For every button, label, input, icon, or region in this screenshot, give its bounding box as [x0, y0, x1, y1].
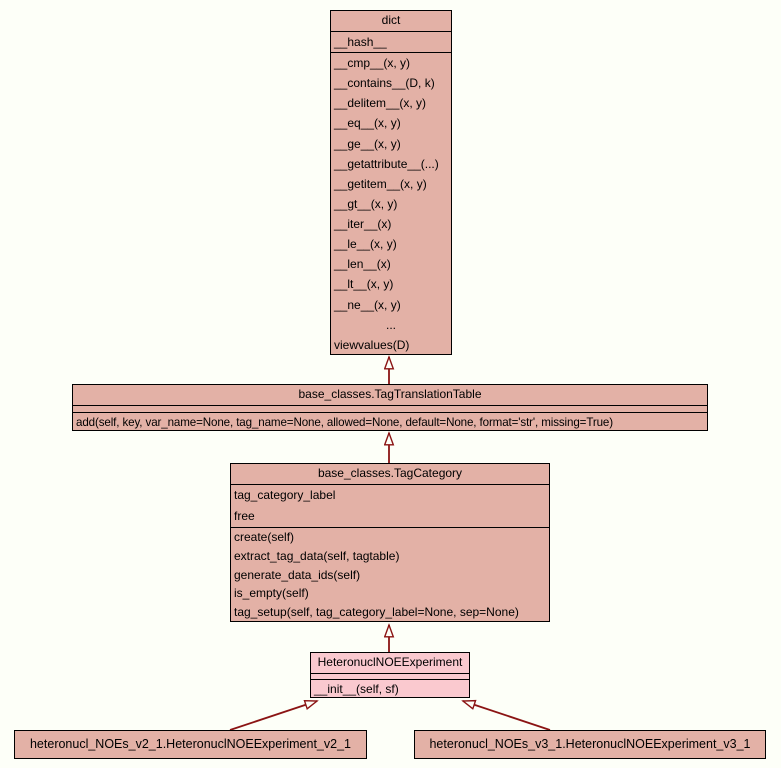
- method-row: __len__(x): [334, 257, 391, 272]
- method-row: __cmp__(x, y): [334, 56, 411, 70]
- method-list-tagcategory: create(self) extract_tag_data(self, tagt…: [231, 528, 549, 622]
- attribute-row: free: [234, 509, 255, 523]
- class-box-heteronuclnoeexperiment: HeteronuclNOEExperiment __init__(self, s…: [310, 652, 470, 698]
- method-row: __delitem__(x, y): [334, 96, 427, 111]
- method-row: add(self, key, var_name=None, tag_name=N…: [76, 416, 613, 429]
- method-row: __le__(x, y): [334, 237, 397, 252]
- method-row: __lt__(x, y): [334, 277, 394, 292]
- class-box-heteronuclnoeexperiment-v3-1: heteronucl_NOEs_v3_1.HeteronuclNOEExperi…: [414, 730, 766, 759]
- class-box-tagcategory: base_classes.TagCategory tag_category_la…: [230, 463, 550, 622]
- class-box-dict: dict __hash__ __cmp__(x, y) __contains__…: [330, 10, 452, 355]
- method-row: __getitem__(x, y): [334, 176, 427, 191]
- method-list-heteronuclnoeexperiment: __init__(self, sf): [311, 680, 469, 699]
- attribute-list-tagcategory: tag_category_label free: [231, 485, 549, 528]
- method-row: __init__(self, sf): [314, 682, 399, 696]
- method-row: __gt__(x, y): [334, 196, 398, 211]
- class-title-heteronuclnoeexperiment-v3-1: heteronucl_NOEs_v3_1.HeteronuclNOEExperi…: [429, 737, 751, 751]
- class-title-dict: dict: [331, 11, 451, 32]
- method-list-tagtranslationtable: add(self, key, var_name=None, tag_name=N…: [73, 413, 707, 432]
- method-row: __eq__(x, y): [334, 116, 401, 131]
- method-row: __ne__(x, y): [334, 297, 401, 312]
- method-row: __iter__(x): [334, 217, 392, 231]
- method-row: is_empty(self): [234, 586, 309, 601]
- method-row: __contains__(D, k): [334, 76, 435, 91]
- method-row: viewvalues(D): [334, 337, 410, 352]
- class-title-tagtranslationtable: base_classes.TagTranslationTable: [73, 385, 707, 406]
- method-list-dict: __cmp__(x, y) __contains__(D, k) __delit…: [331, 53, 451, 355]
- method-row: __getattribute__(...): [334, 156, 439, 171]
- attribute-row: tag_category_label: [234, 488, 336, 502]
- empty-attributes-section: [311, 674, 469, 680]
- method-row-ellipsis: ...: [385, 317, 396, 332]
- class-box-heteronuclnoeexperiment-v2-1: heteronucl_NOEs_v2_1.HeteronuclNOEExperi…: [14, 730, 367, 759]
- empty-attributes-section: [73, 406, 707, 413]
- method-row: tag_setup(self, tag_category_label=None,…: [234, 605, 519, 620]
- class-title-heteronuclnoeexperiment-v2-1: heteronucl_NOEs_v2_1.HeteronuclNOEExperi…: [29, 737, 351, 751]
- edge-v3-1-to-heteronuclnoeexperiment-inheritance-arrow: [463, 701, 551, 731]
- method-row: extract_tag_data(self, tagtable): [234, 548, 400, 563]
- method-row: __ge__(x, y): [334, 136, 401, 151]
- class-title-tagcategory: base_classes.TagCategory: [231, 464, 549, 485]
- class-box-tagtranslationtable: base_classes.TagTranslationTable add(sel…: [72, 384, 708, 431]
- attribute-row: __hash__: [334, 35, 387, 49]
- method-row: generate_data_ids(self): [234, 567, 361, 582]
- edge-v2-1-to-heteronuclnoeexperiment-inheritance-arrow: [229, 701, 317, 731]
- class-title-heteronuclnoeexperiment: HeteronuclNOEExperiment: [311, 653, 469, 674]
- method-row: create(self): [234, 530, 295, 544]
